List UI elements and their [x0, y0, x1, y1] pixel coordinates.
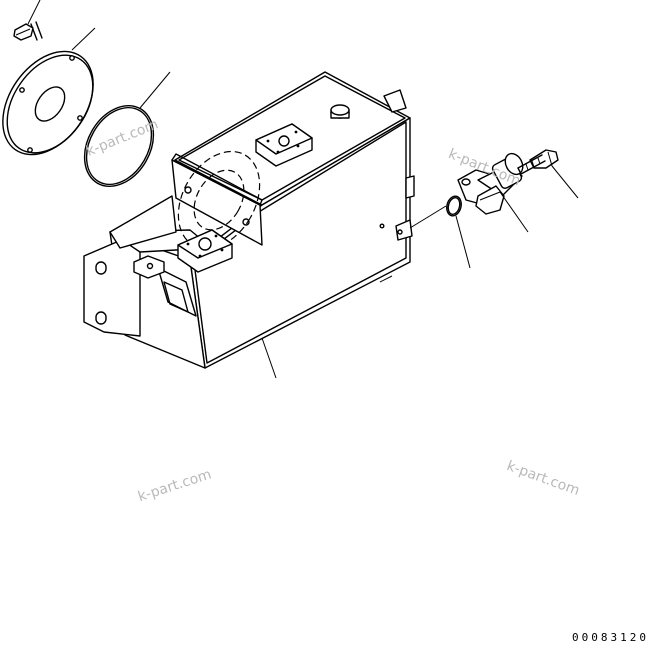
leader-o-ring-small — [455, 215, 471, 269]
o-ring-small — [446, 195, 462, 217]
leader-bolt-right — [551, 165, 579, 199]
tank-body — [83, 71, 415, 369]
leader-tank-body — [261, 337, 277, 379]
leader-sensor-fitting — [499, 191, 529, 233]
sensor-fitting — [457, 152, 524, 215]
leader-o-ring-large — [139, 71, 171, 109]
cover-plate — [2, 50, 94, 156]
leader-cover-plate — [71, 27, 96, 51]
assembly-line-o-ring — [409, 205, 447, 229]
leader-bolt-top-left — [27, 0, 41, 25]
o-ring-large — [83, 104, 155, 188]
bolt-top-left — [13, 21, 43, 41]
drawing-number: 00083120 — [572, 631, 649, 644]
bolt-right — [517, 149, 559, 175]
